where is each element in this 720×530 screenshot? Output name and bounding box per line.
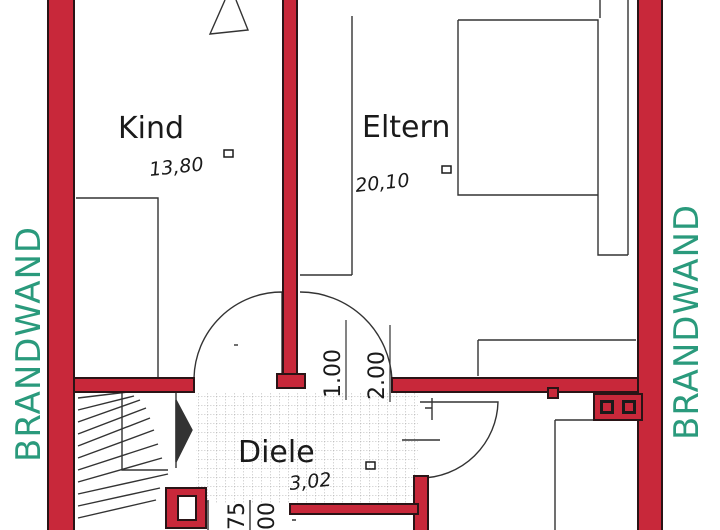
room-area-kind: 13,80 [148,153,204,181]
wall-stair-corner-inner [177,495,197,521]
wall-right-outer [637,0,663,530]
dimension-bottom-a: 75 [225,502,250,530]
dimension-door-width: 1.00 [321,349,346,398]
firewall-label-right: BRANDWAND [667,204,707,440]
room-area-diele: 3,02 [288,469,332,495]
wall-hall-bottom [289,503,419,515]
dimension-door-height: 2.00 [365,351,390,400]
door-swings [193,291,499,479]
door-arc-kind [193,291,283,379]
room-name-eltern: Eltern [362,110,450,145]
wall-left-outer [47,0,75,530]
wall-bottom-right [391,377,639,393]
chimney-shafts [593,393,643,421]
interior-lines [76,0,636,530]
stair-direction-arrow-icon [175,399,193,463]
dimension-bottom-b: 00 [255,502,280,530]
area-unit-square-icon [365,461,376,470]
wall-right-pillar [547,387,559,399]
room-name-kind: Kind [118,111,184,146]
area-unit-square-icon [441,165,452,174]
firewall-label-left: BRANDWAND [9,226,49,462]
dimension-lines [345,320,391,402]
door-arc-right [419,401,499,479]
wall-stair-top [73,377,195,393]
walls [47,0,663,530]
hall-tile-floor [196,392,418,504]
wall-partition-stub [276,373,306,389]
area-unit-square-icon [223,149,234,158]
door-arc-eltern [299,291,393,381]
room-name-diele: Diele [238,435,315,470]
wall-partition-kind-eltern [282,0,298,379]
room-area-eltern: 20,10 [354,169,410,197]
